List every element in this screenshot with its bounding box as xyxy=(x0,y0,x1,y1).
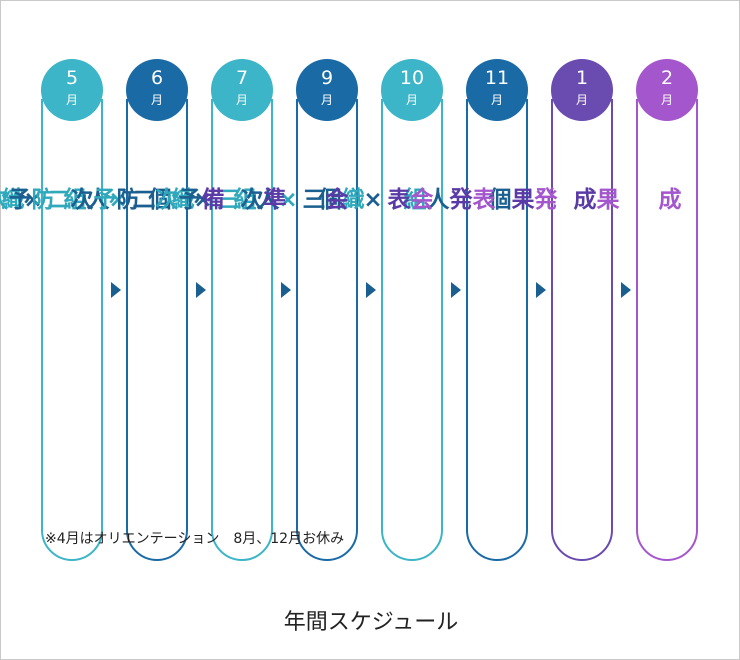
month-unit: 月 xyxy=(150,93,163,107)
month-unit: 月 xyxy=(490,93,503,107)
month-pill xyxy=(381,99,443,561)
month-unit: 月 xyxy=(320,93,333,107)
month-topic: 組織×三次予防 xyxy=(27,187,425,214)
month-topic: 組織×二次予防 xyxy=(0,187,255,214)
month-unit: 月 xyxy=(660,93,673,107)
month-number: 7 xyxy=(235,67,249,89)
month-unit: 月 xyxy=(235,93,248,107)
month-number: 10 xyxy=(399,67,425,89)
month-topic: 個人×三次予防 xyxy=(112,187,510,214)
schedule-note: ※4月はオリエンテーション 8月、12月お休み xyxy=(45,531,345,547)
month-number: 5 xyxy=(65,67,79,89)
flow-arrow xyxy=(111,282,121,298)
month-pill xyxy=(551,99,613,561)
month-unit: 月 xyxy=(405,93,418,107)
flow-arrow xyxy=(621,282,631,298)
month-badge: 11 月 xyxy=(466,59,528,121)
month-pill xyxy=(296,99,358,561)
month-pill xyxy=(466,99,528,561)
month-unit: 月 xyxy=(575,93,588,107)
month-pill xyxy=(211,99,273,561)
month-unit: 月 xyxy=(65,93,78,107)
month-pill xyxy=(636,99,698,561)
month-topic: 個人×一次予防 xyxy=(20,187,170,214)
month-pill xyxy=(126,99,188,561)
month-topic: 組織×一次予防 xyxy=(0,187,85,211)
month-number: 9 xyxy=(320,67,334,89)
month-badge: 10 月 xyxy=(381,59,443,121)
month-number: 11 xyxy=(484,67,510,89)
flow-arrow xyxy=(196,282,206,298)
flow-arrow xyxy=(451,282,461,298)
month-number: 2 xyxy=(660,67,674,89)
month-number: 1 xyxy=(575,67,589,89)
month-topic: 成果発表会 xyxy=(406,187,680,211)
month-number: 6 xyxy=(150,67,164,89)
month-pill xyxy=(41,99,103,561)
diagram-caption: 年間スケジュール xyxy=(283,610,459,635)
flow-arrow xyxy=(281,282,291,298)
month-topic: 個人×二次予防 xyxy=(4,187,340,214)
flow-arrow xyxy=(366,282,376,298)
flow-arrow xyxy=(536,282,546,298)
month-topic: 成果発表会準備 xyxy=(197,187,595,211)
